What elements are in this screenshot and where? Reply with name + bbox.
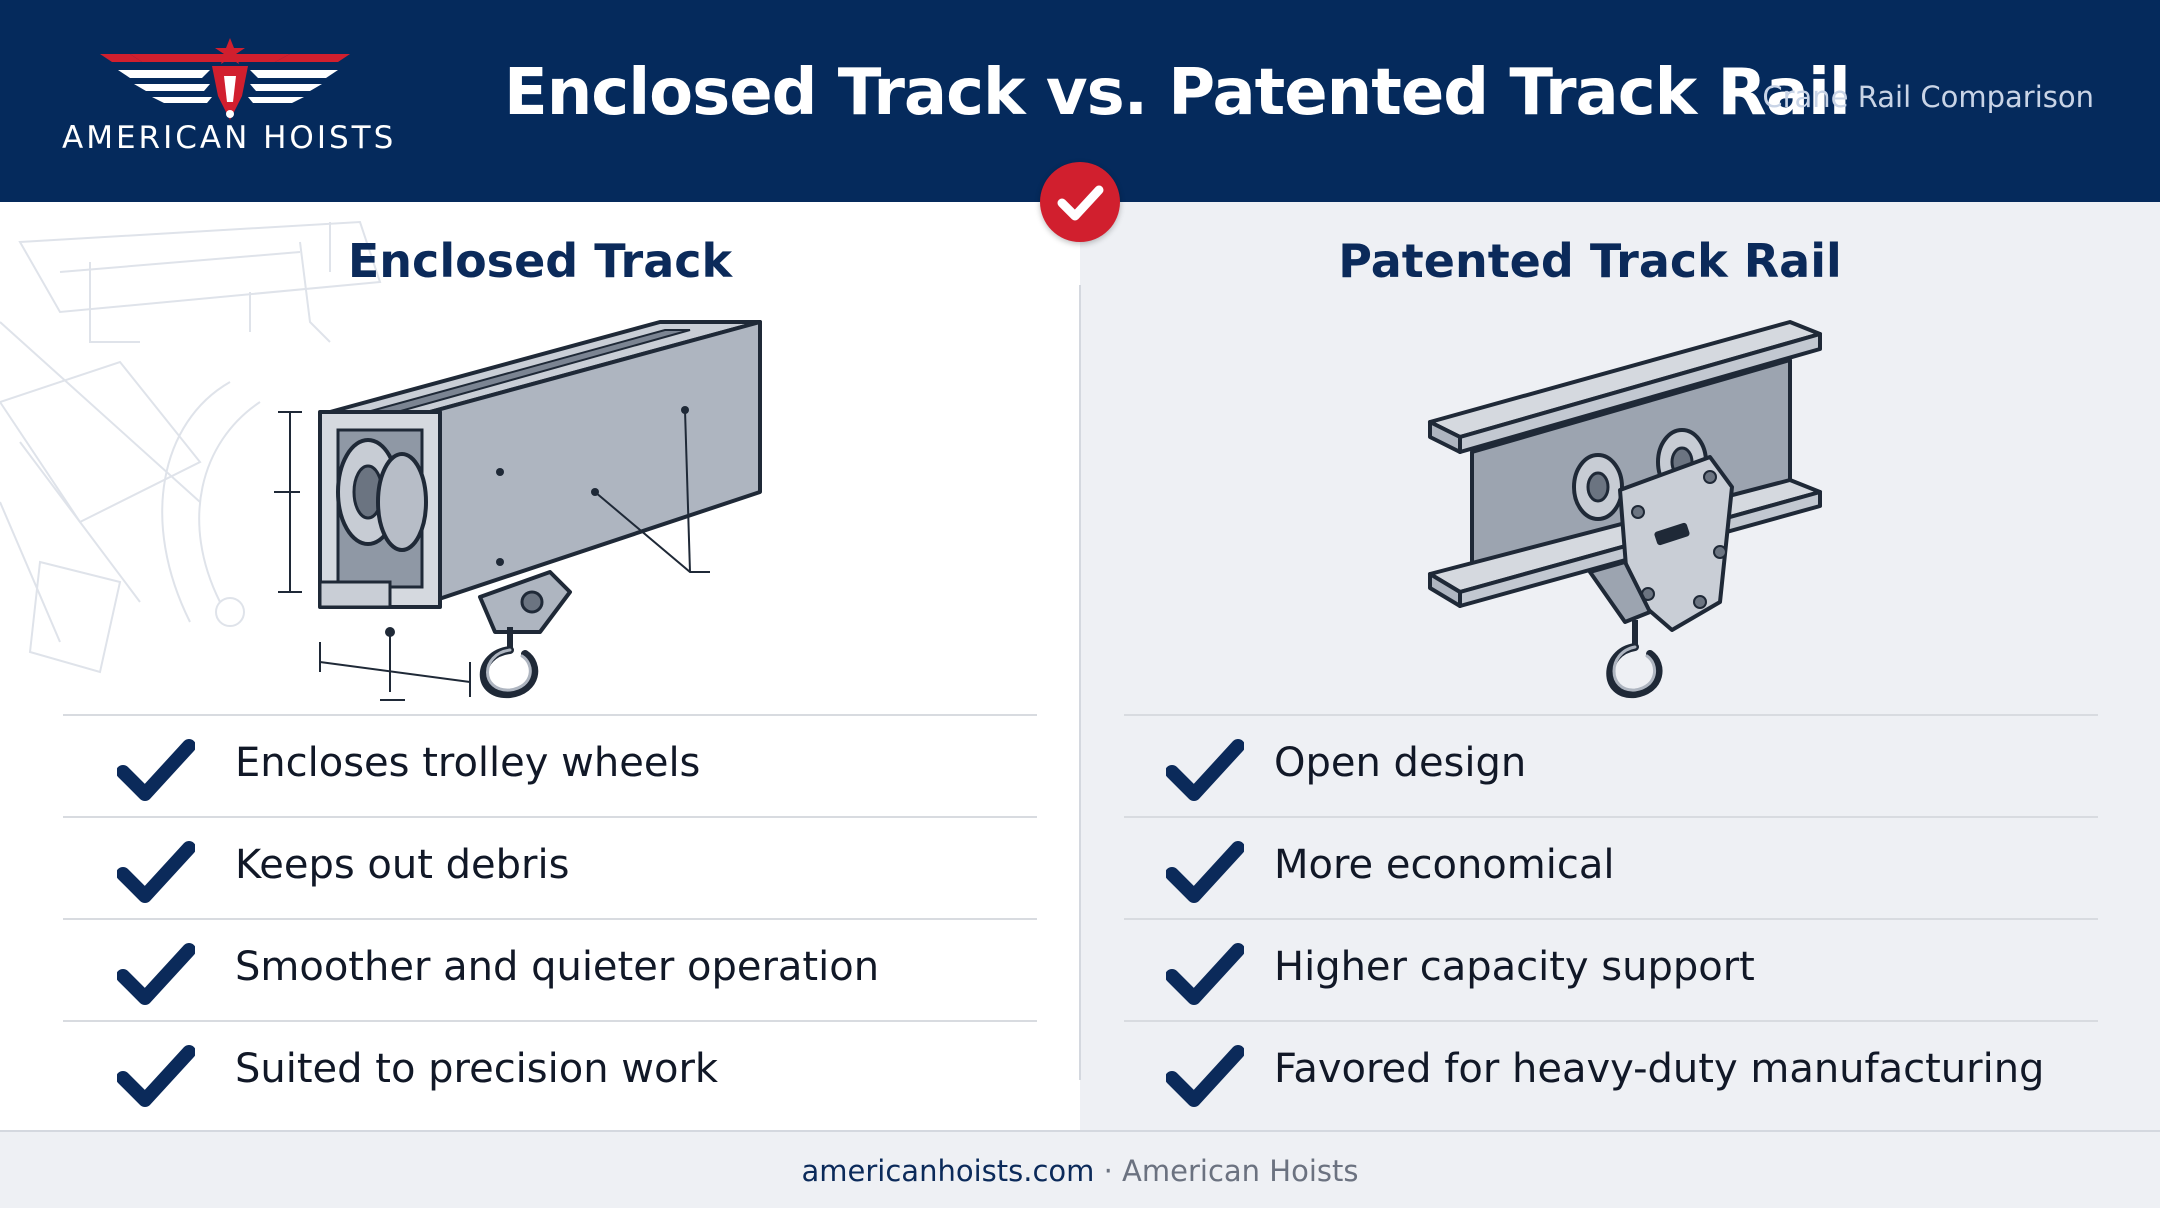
feature-text: Higher capacity support	[1274, 944, 1755, 990]
feature-text: Encloses trolley wheels	[235, 740, 701, 786]
feature-text: Smoother and quieter operation	[235, 944, 880, 990]
checkmark-icon	[117, 1045, 195, 1107]
enclosed-track-features: Encloses trolley wheels Keeps out debris…	[63, 714, 1037, 1122]
checkmark-icon	[117, 943, 195, 1005]
list-item: Favored for heavy-duty manufacturing	[1124, 1020, 2098, 1122]
blueprint-background-icon	[0, 220, 382, 674]
list-item: Higher capacity support	[1124, 918, 2098, 1020]
patented-track-panel: Patented Track Rail Open d	[1080, 202, 2160, 1130]
enclosed-track-title: Enclosed Track	[347, 234, 733, 288]
feature-text: Favored for heavy-duty manufacturing	[1274, 1046, 2045, 1092]
footer-bar: americanhoists.com · American Hoists	[0, 1130, 2160, 1208]
footer-site-link[interactable]: americanhoists.com	[801, 1154, 1095, 1188]
list-item: Encloses trolley wheels	[63, 714, 1037, 816]
badge-checkmark-icon	[1057, 185, 1104, 221]
footer-brand: American Hoists	[1122, 1154, 1359, 1188]
column-divider	[1079, 285, 1081, 1080]
list-item: Keeps out debris	[63, 816, 1037, 918]
logo-text: AMERICAN HOISTS	[62, 120, 397, 156]
feature-text: Suited to precision work	[235, 1046, 719, 1092]
checkmark-icon	[1166, 841, 1244, 903]
feature-text: Open design	[1274, 740, 1527, 786]
feature-text: More economical	[1274, 842, 1615, 888]
enclosed-track-trolley-icon	[274, 320, 762, 701]
checkmark-icon	[117, 739, 195, 801]
patented-track-rail-trolley-icon	[1428, 320, 1822, 699]
page-subtitle: Crane Rail Comparison	[1762, 80, 2094, 114]
page-title: Enclosed Track vs. Patented Track Rail	[504, 56, 1851, 130]
check-circle-icon	[1040, 162, 1120, 242]
footer-separator: ·	[1103, 1154, 1113, 1188]
checkmark-icon	[1166, 943, 1244, 1005]
patented-track-features: Open design More economical Higher capac…	[1124, 714, 2098, 1122]
checkmark-icon	[117, 841, 195, 903]
eagle-wings-logo-icon	[100, 38, 350, 120]
patented-track-title: Patented Track Rail	[1338, 234, 1842, 288]
checkmark-icon	[1166, 739, 1244, 801]
list-item: Open design	[1124, 714, 2098, 816]
checkmark-icon	[1166, 1045, 1244, 1107]
enclosed-track-panel: Enclosed Track	[0, 202, 1080, 1130]
list-item: Suited to precision work	[63, 1020, 1037, 1122]
footer-text: americanhoists.com · American Hoists	[0, 1154, 2160, 1188]
feature-text: Keeps out debris	[235, 842, 570, 888]
list-item: Smoother and quieter operation	[63, 918, 1037, 1020]
list-item: More economical	[1124, 816, 2098, 918]
